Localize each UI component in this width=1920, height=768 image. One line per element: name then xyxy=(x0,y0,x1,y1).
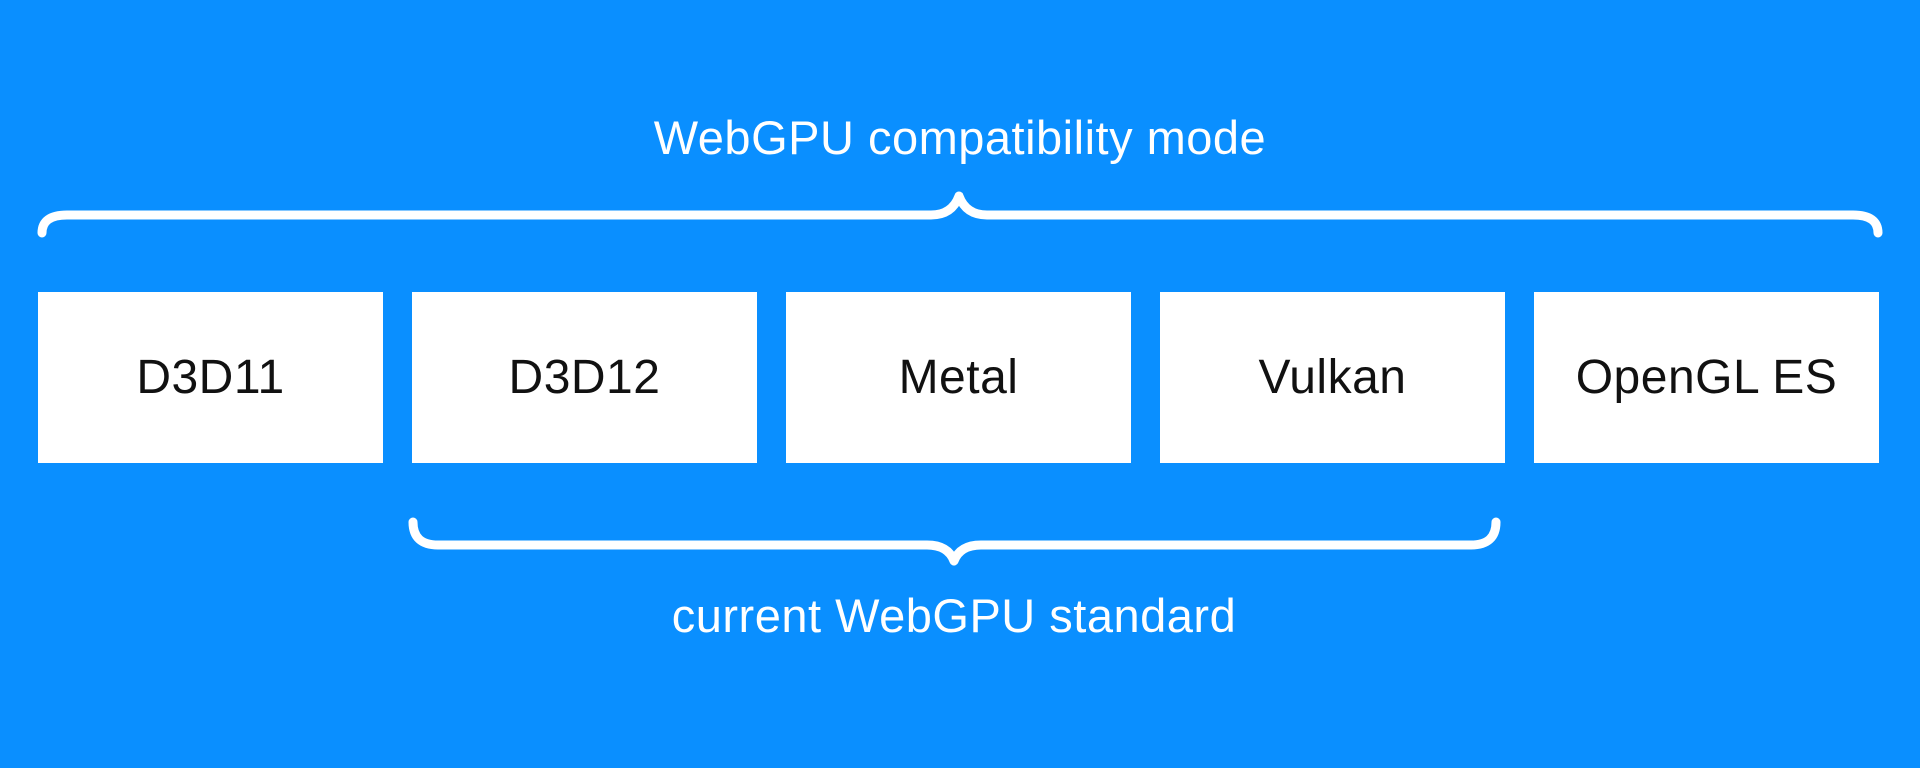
api-box-label: D3D11 xyxy=(136,351,285,404)
api-boxes-row: D3D11 D3D12 Metal Vulkan OpenGL ES xyxy=(38,292,1879,463)
api-box-metal: Metal xyxy=(786,292,1131,463)
bottom-brace-icon xyxy=(408,517,1501,566)
api-box-label: Vulkan xyxy=(1258,351,1407,404)
api-box-opengl-es: OpenGL ES xyxy=(1534,292,1879,463)
api-box-vulkan: Vulkan xyxy=(1160,292,1505,463)
api-box-label: Metal xyxy=(898,351,1019,404)
api-box-d3d11: D3D11 xyxy=(38,292,383,463)
top-brace-label: WebGPU compatibility mode xyxy=(653,111,1267,164)
bottom-brace-label: current WebGPU standard xyxy=(671,589,1237,642)
top-brace-icon xyxy=(37,191,1883,238)
api-box-label: OpenGL ES xyxy=(1575,351,1838,404)
api-box-label: D3D12 xyxy=(508,351,661,404)
api-box-d3d12: D3D12 xyxy=(412,292,757,463)
